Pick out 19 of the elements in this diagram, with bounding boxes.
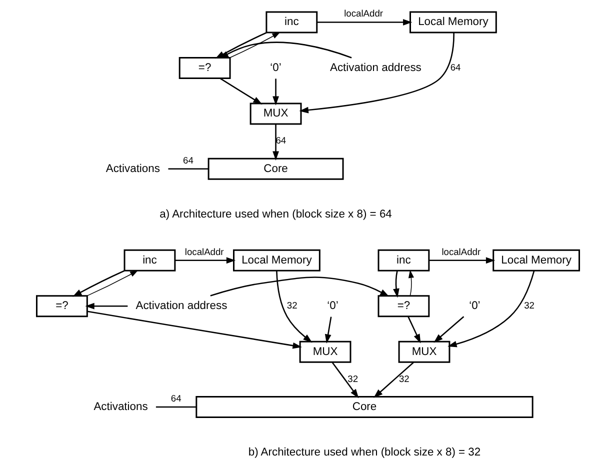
node-text: ‘0’ (326, 300, 338, 312)
node-text: ‘0’ (468, 300, 480, 312)
edge-label: localAddr (344, 8, 383, 19)
label: b) Architecture used when (block size x 8) = 32 (248, 446, 480, 459)
edge-label: 64 (170, 393, 181, 404)
edge-label: 32 (398, 374, 409, 384)
edge-label: 64 (182, 155, 193, 166)
label: a) Architecture used when (block size x 8) = 64 (159, 208, 392, 221)
node-text: Activation address (135, 300, 227, 312)
edge-label: localAddr (441, 246, 480, 257)
edge-label: localAddr (184, 246, 224, 257)
node-text: Activation address (329, 62, 421, 74)
node-text: ‘0’ (270, 62, 281, 74)
node-text: Activations (93, 400, 148, 413)
edge-label: 32 (286, 300, 297, 310)
edge-label: 32 (347, 374, 358, 384)
node-text: Activations (105, 162, 160, 175)
edge-label: 32 (524, 300, 534, 310)
edge-label: 64 (450, 62, 460, 72)
